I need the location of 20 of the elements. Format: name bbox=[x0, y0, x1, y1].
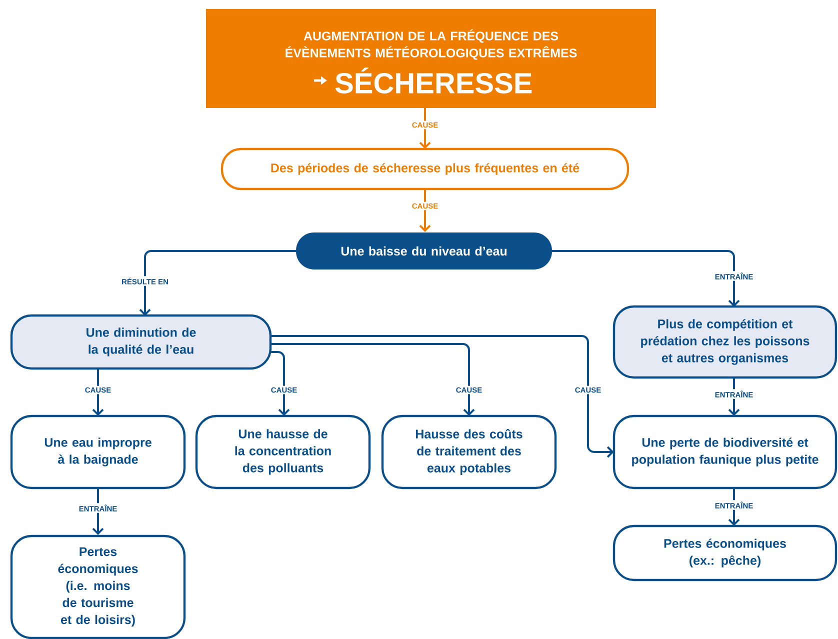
arrow bbox=[139, 250, 296, 316]
arrow bbox=[92, 488, 104, 535]
process-box: Hausse des coûts de traitement des eaux potables bbox=[381, 414, 557, 490]
process-box: Une hausse de la concentration des polluants bbox=[195, 414, 371, 490]
arrow bbox=[270, 351, 290, 416]
process-box: Une perte de biodiversité et population faunique plus petite bbox=[612, 414, 838, 490]
title-box: AUGMENTATION DE LA FRÉQUENCE DES ÉVÈNEMENTS MÉTÉOROLOGIQUES EXTRÊMES SÉCHERESSE bbox=[206, 9, 656, 108]
arrow bbox=[552, 250, 740, 307]
process-box: Une baisse du niveau d’eau bbox=[296, 232, 552, 270]
process-box: Des périodes de sécheresse plus fréquentes en été bbox=[220, 148, 630, 190]
arrow bbox=[271, 334, 614, 458]
arrow bbox=[92, 369, 104, 416]
process-box: Une diminution de la qualité de l’eau bbox=[10, 314, 272, 370]
process-box: Pertes économiques (ex.: pêche) bbox=[612, 524, 838, 582]
arrow bbox=[271, 342, 475, 416]
process-box: Plus de compétition et prédation chez les poissons et autres organismes bbox=[612, 305, 838, 379]
process-box: Une eau impropre à la baignade bbox=[10, 414, 186, 490]
arrow bbox=[419, 108, 431, 149]
arrow bbox=[419, 188, 431, 232]
process-box: Pertes économiques (i.e. moins de tourisme et de loisirs) bbox=[10, 534, 186, 639]
